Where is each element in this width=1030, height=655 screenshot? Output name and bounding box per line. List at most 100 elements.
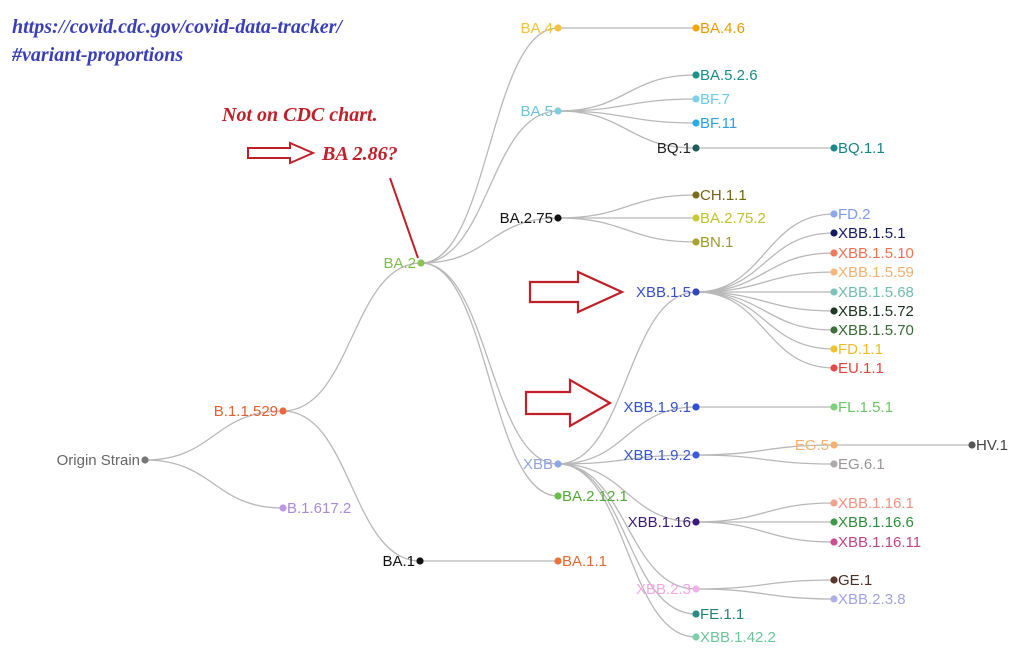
node-xbb[interactable]: XBB (523, 456, 562, 473)
node-dot-xbb1422[interactable] (692, 633, 700, 641)
node-xbb192[interactable]: XBB.1.9.2 (623, 447, 700, 464)
node-bf7[interactable]: BF.7 (692, 91, 730, 108)
node-dot-xbb11611[interactable] (830, 538, 838, 546)
source-url-line-1: https://covid.cdc.gov/covid-data-tracker… (12, 16, 342, 38)
node-hv1[interactable]: HV.1 (968, 437, 1008, 454)
node-xbb1166[interactable]: XBB.1.16.6 (830, 514, 914, 531)
node-ba4[interactable]: BA.4 (520, 20, 562, 37)
node-origin[interactable]: Origin Strain (57, 452, 149, 469)
node-dot-ba2752[interactable] (692, 214, 700, 222)
node-dot-b11529[interactable] (279, 407, 287, 415)
node-dot-xbb1161[interactable] (830, 499, 838, 507)
node-dot-ba2121[interactable] (554, 492, 562, 500)
node-ba5[interactable]: BA.5 (520, 103, 562, 120)
node-dot-xbb238[interactable] (830, 595, 838, 603)
node-xbb1568[interactable]: XBB.1.5.68 (830, 284, 914, 301)
node-eu11[interactable]: EU.1.1 (830, 360, 884, 377)
node-dot-xbb116[interactable] (692, 518, 700, 526)
node-dot-fl151[interactable] (830, 403, 838, 411)
node-bf11[interactable]: BF.11 (692, 115, 737, 132)
node-dot-ba1[interactable] (416, 557, 424, 565)
edge-xbb15-xbb1510 (695, 252, 835, 293)
node-dot-bn1[interactable] (692, 238, 700, 246)
node-dot-ba526[interactable] (692, 71, 700, 79)
node-dot-xbb1510[interactable] (830, 249, 838, 257)
node-xbb1422[interactable]: XBB.1.42.2 (692, 629, 776, 646)
node-dot-ba2[interactable] (417, 259, 425, 267)
node-xbb1570[interactable]: XBB.1.5.70 (830, 322, 914, 339)
node-xbb1510[interactable]: XBB.1.5.10 (830, 245, 914, 262)
node-fd11[interactable]: FD.1.1 (830, 341, 883, 358)
node-ba2121[interactable]: BA.2.12.1 (554, 488, 628, 505)
node-dot-fd2[interactable] (830, 210, 838, 218)
node-dot-xbb1570[interactable] (830, 326, 838, 334)
node-ch11[interactable]: CH.1.1 (692, 187, 747, 204)
node-dot-xbb151[interactable] (830, 229, 838, 237)
node-bq11[interactable]: BQ.1.1 (830, 140, 885, 157)
node-label-b11529: B.1.1.529 (214, 403, 278, 420)
node-dot-fd11[interactable] (830, 345, 838, 353)
node-dot-ge1[interactable] (830, 576, 838, 584)
node-xbb11611[interactable]: XBB.1.16.11 (830, 534, 921, 551)
node-xbb1572[interactable]: XBB.1.5.72 (830, 303, 914, 320)
edge-xbb15-xbb1570 (695, 291, 835, 331)
node-ge1[interactable]: GE.1 (830, 572, 872, 589)
node-xbb15[interactable]: XBB.1.5 (636, 284, 700, 301)
node-bn1[interactable]: BN.1 (692, 234, 733, 251)
node-xbb151[interactable]: XBB.1.5.1 (830, 225, 906, 242)
node-dot-xbb23[interactable] (692, 585, 700, 593)
node-b16172[interactable]: B.1.617.2 (279, 500, 351, 517)
pointer-line (389, 177, 419, 259)
node-ba11[interactable]: BA.1.1 (554, 553, 607, 570)
edge-xbb15-fd2 (695, 213, 835, 293)
node-dot-ba11[interactable] (554, 557, 562, 565)
node-dot-fe11[interactable] (692, 610, 700, 618)
node-dot-ba5[interactable] (554, 107, 562, 115)
node-dot-bf7[interactable] (692, 95, 700, 103)
node-dot-origin[interactable] (141, 456, 149, 464)
node-fl151[interactable]: FL.1.5.1 (830, 399, 893, 416)
node-ba526[interactable]: BA.5.2.6 (692, 67, 758, 84)
node-dot-ch11[interactable] (692, 191, 700, 199)
node-dot-xbb[interactable] (554, 460, 562, 468)
node-xbb1161[interactable]: XBB.1.16.1 (830, 495, 914, 512)
node-ba1[interactable]: BA.1 (382, 553, 424, 570)
node-label-bq1: BQ.1 (657, 140, 691, 157)
node-dot-ba4[interactable] (554, 24, 562, 32)
node-dot-xbb15[interactable] (692, 288, 700, 296)
node-dot-xbb192[interactable] (692, 451, 700, 459)
node-dot-xbb1166[interactable] (830, 518, 838, 526)
node-label-fl151: FL.1.5.1 (838, 399, 893, 416)
node-dot-bq11[interactable] (830, 144, 838, 152)
node-dot-xbb1559[interactable] (830, 268, 838, 276)
node-xbb1559[interactable]: XBB.1.5.59 (830, 264, 914, 281)
node-dot-eg5[interactable] (830, 441, 838, 449)
node-label-eu11: EU.1.1 (838, 360, 884, 377)
node-xbb23[interactable]: XBB.2.3 (636, 581, 700, 598)
node-label-ba5: BA.5 (520, 103, 553, 120)
node-dot-bf11[interactable] (692, 119, 700, 127)
node-ba275[interactable]: BA.2.75 (500, 210, 562, 227)
node-dot-eg61[interactable] (830, 460, 838, 468)
node-eg61[interactable]: EG.6.1 (830, 456, 885, 473)
node-dot-hv1[interactable] (968, 441, 976, 449)
node-dot-xbb1568[interactable] (830, 288, 838, 296)
node-dot-ba275[interactable] (554, 214, 562, 222)
node-eg5[interactable]: EG.5 (795, 437, 838, 454)
node-dot-eu11[interactable] (830, 364, 838, 372)
node-dot-xbb191[interactable] (692, 403, 700, 411)
node-dot-b16172[interactable] (279, 504, 287, 512)
node-fd2[interactable]: FD.2 (830, 206, 871, 223)
node-xbb116[interactable]: XBB.1.16 (628, 514, 700, 531)
node-ba2752[interactable]: BA.2.75.2 (692, 210, 766, 227)
node-xbb191[interactable]: XBB.1.9.1 (623, 399, 700, 416)
node-b11529[interactable]: B.1.1.529 (214, 403, 287, 420)
node-ba46[interactable]: BA.4.6 (692, 20, 745, 37)
node-dot-xbb1572[interactable] (830, 307, 838, 315)
node-xbb238[interactable]: XBB.2.3.8 (830, 591, 906, 608)
node-dot-bq1[interactable] (692, 144, 700, 152)
node-fe11[interactable]: FE.1.1 (692, 606, 744, 623)
node-dot-ba46[interactable] (692, 24, 700, 32)
node-bq1[interactable]: BQ.1 (657, 140, 700, 157)
node-ba2[interactable]: BA.2 (383, 255, 425, 272)
